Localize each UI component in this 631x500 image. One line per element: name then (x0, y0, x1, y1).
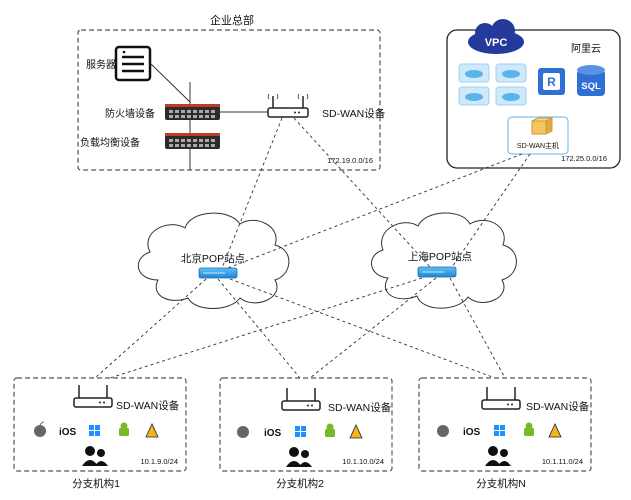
server-label: 服务器 (86, 58, 116, 71)
provider-label: 阿里云 (571, 43, 601, 55)
lb-label: 负载均衡设备 (80, 136, 140, 149)
branch-2-ios: iOS (264, 428, 282, 439)
hq-subnet: 172.19.0.0/16 (327, 156, 373, 165)
sql-database-icon: SQL (577, 65, 605, 96)
branch-1-device-label: SD-WAN设备 (116, 399, 180, 412)
hq-sdwan-device-icon (267, 93, 309, 118)
branch-n-subnet: 10.1.11.0/24 (542, 457, 583, 466)
ecs-instance-icons (458, 63, 527, 106)
firewall-device-icon (165, 104, 220, 120)
redis-icon: R (538, 68, 565, 95)
sdwan-host-icon (531, 117, 553, 135)
hq-box (77, 29, 381, 171)
svg-text:SQL: SQL (581, 81, 601, 92)
branch-n (418, 377, 592, 472)
branch-sdwan-device-icon (73, 385, 113, 408)
branch-n-name: 分支机构N (476, 477, 526, 490)
branch-sdwan-device-icon (481, 387, 521, 410)
vpc-cloud-icon (468, 19, 524, 54)
branch-1 (13, 377, 187, 472)
sdwan-host-label: SD-WAN主机 (517, 141, 559, 150)
shanghai-pop-label: 上海POP站点 (408, 250, 472, 263)
svg-text:R: R (547, 75, 556, 89)
branch-n-os-icons (437, 422, 562, 466)
branch-n-device-label: SD-WAN设备 (526, 400, 590, 413)
vpc-label: VPC (485, 37, 508, 49)
load-balancer-device-icon (165, 133, 220, 149)
branch-1-os-icons (34, 421, 159, 466)
branch-2-subnet: 10.1.10.0/24 (342, 457, 384, 466)
firewall-label: 防火墙设备 (105, 107, 155, 120)
branch-2 (219, 377, 393, 472)
connection-lines (94, 117, 531, 379)
branch-2-device-label: SD-WAN设备 (328, 401, 392, 414)
branch-n-ios: iOS (463, 427, 481, 438)
branch-1-ios: iOS (59, 427, 77, 438)
server-icon (114, 45, 152, 82)
cloud-subnet: 172.25.0.0/16 (561, 154, 607, 163)
hq-title: 企业总部 (210, 13, 254, 27)
beijing-pop-label: 北京POP站点 (181, 252, 245, 265)
shanghai-pop-cloud (371, 212, 517, 309)
shanghai-pop-device-icon (417, 266, 457, 278)
branch-sdwan-device-icon (281, 388, 321, 411)
branch-1-name: 分支机构1 (72, 477, 120, 490)
beijing-pop-device-icon (198, 267, 238, 279)
branch-2-name: 分支机构2 (276, 477, 324, 490)
branch-1-subnet: 10.1.9.0/24 (140, 457, 178, 466)
sdwan-host-box (507, 116, 569, 155)
beijing-pop-cloud (137, 212, 290, 309)
branch-2-os-icons (237, 423, 363, 467)
vpc-box (446, 29, 621, 169)
hq-sdwan-label: SD-WAN设备 (322, 107, 386, 120)
